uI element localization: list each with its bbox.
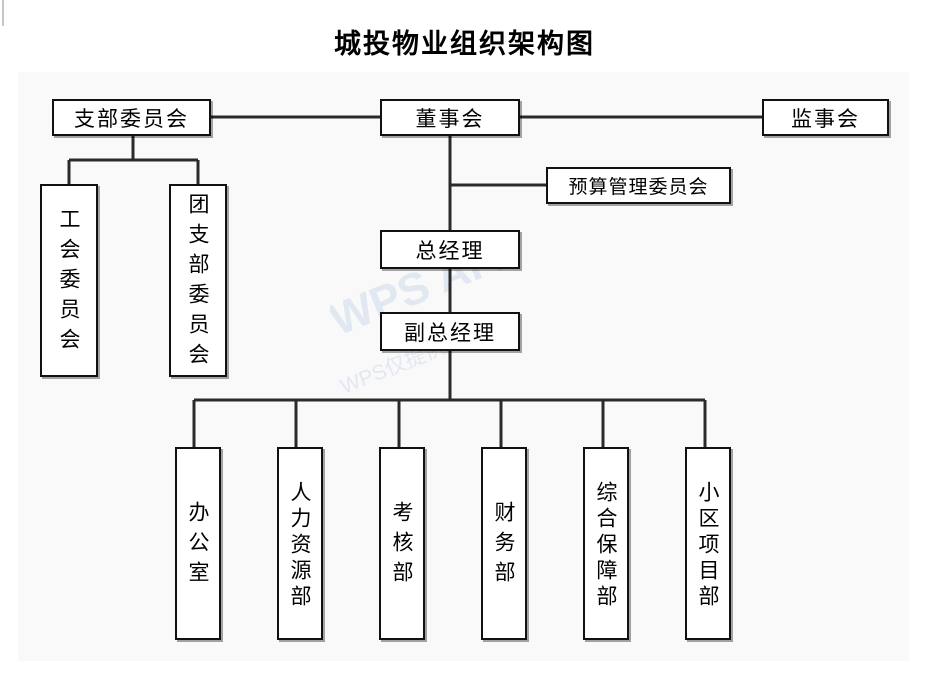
node-label: 考核部 [390,500,414,591]
node-department-community-project[interactable]: 小区项目部 [685,447,731,640]
node-department-assessment[interactable]: 考核部 [379,447,425,640]
node-board-of-supervisors[interactable]: 监事会 [762,99,889,136]
node-label: 预算管理委员会 [568,177,709,198]
node-department-comprehensive-support[interactable]: 综合保障部 [583,447,629,640]
node-board-of-directors[interactable]: 董事会 [380,99,520,136]
node-deputy-general-manager[interactable]: 副总经理 [380,312,520,351]
page-title: 城投物业组织架构图 [334,29,595,59]
node-labor-union-committee[interactable]: 工会委员会 [40,184,98,377]
node-budget-management-committee[interactable]: 预算管理委员会 [546,167,731,204]
node-label: 团支部委员会 [186,192,210,373]
diagram-panel [18,72,909,661]
node-label: 小区项目部 [696,480,720,611]
node-label: 人力资源部 [288,480,312,611]
page-edge-mark [2,0,4,26]
node-label: 财务部 [492,500,516,591]
node-label: 副总经理 [404,320,496,345]
node-label: 办公室 [186,500,210,591]
node-label: 总经理 [415,238,485,263]
node-party-branch-committee[interactable]: 支部委员会 [52,99,211,136]
node-label: 工会委员会 [57,207,81,358]
node-label: 监事会 [791,106,860,131]
node-label: 综合保障部 [594,480,618,611]
node-department-finance[interactable]: 财务部 [481,447,527,640]
node-label: 支部委员会 [74,106,189,131]
node-general-manager[interactable]: 总经理 [380,230,520,269]
node-label: 董事会 [415,106,485,131]
node-department-human-resources[interactable]: 人力资源部 [277,447,323,640]
node-department-office[interactable]: 办公室 [175,447,221,640]
node-youth-league-branch-committee[interactable]: 团支部委员会 [169,184,227,377]
